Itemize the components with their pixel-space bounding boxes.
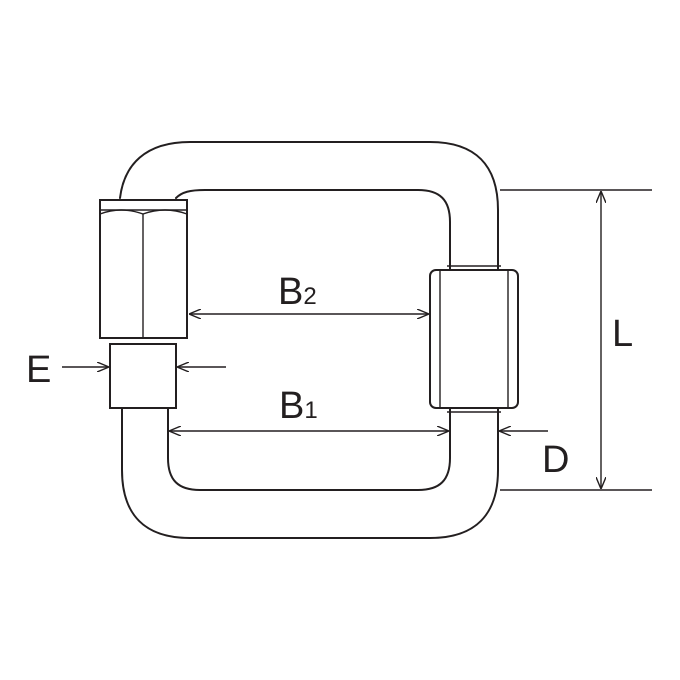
b2-label: B2 (278, 271, 317, 313)
e-label: E (26, 349, 51, 391)
l-label: L (612, 313, 633, 355)
link-inner-outline (167, 189, 451, 491)
link-outer-outline (119, 141, 499, 539)
b1-label: B1 (279, 385, 318, 427)
d-label: D (542, 439, 569, 481)
gate-pin (109, 343, 177, 409)
hex-nut (99, 199, 188, 339)
threaded-sleeve (429, 265, 519, 413)
